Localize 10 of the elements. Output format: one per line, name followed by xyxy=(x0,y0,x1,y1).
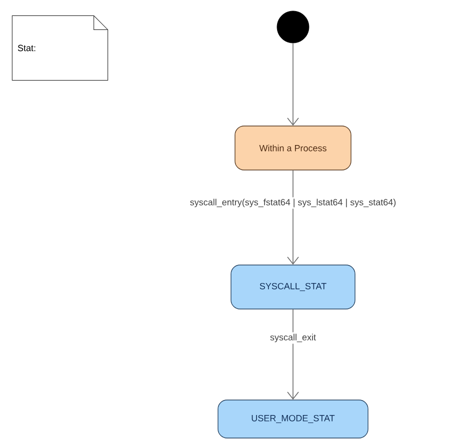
edge-label: syscall_exit xyxy=(268,332,318,344)
state-box: USER_MODE_STAT xyxy=(218,400,368,438)
arrow xyxy=(287,170,299,265)
arrow xyxy=(287,42,299,126)
state-box: Within a Process xyxy=(234,126,352,170)
initial-state-dot xyxy=(276,10,310,44)
state-box: SYSCALL_STAT xyxy=(230,264,356,310)
edge-label: syscall_entry(sys_fstat64 | sys_lstat64 | sys_stat64) xyxy=(188,197,398,209)
note-box: Stat: xyxy=(12,15,108,81)
arrow xyxy=(287,308,299,400)
